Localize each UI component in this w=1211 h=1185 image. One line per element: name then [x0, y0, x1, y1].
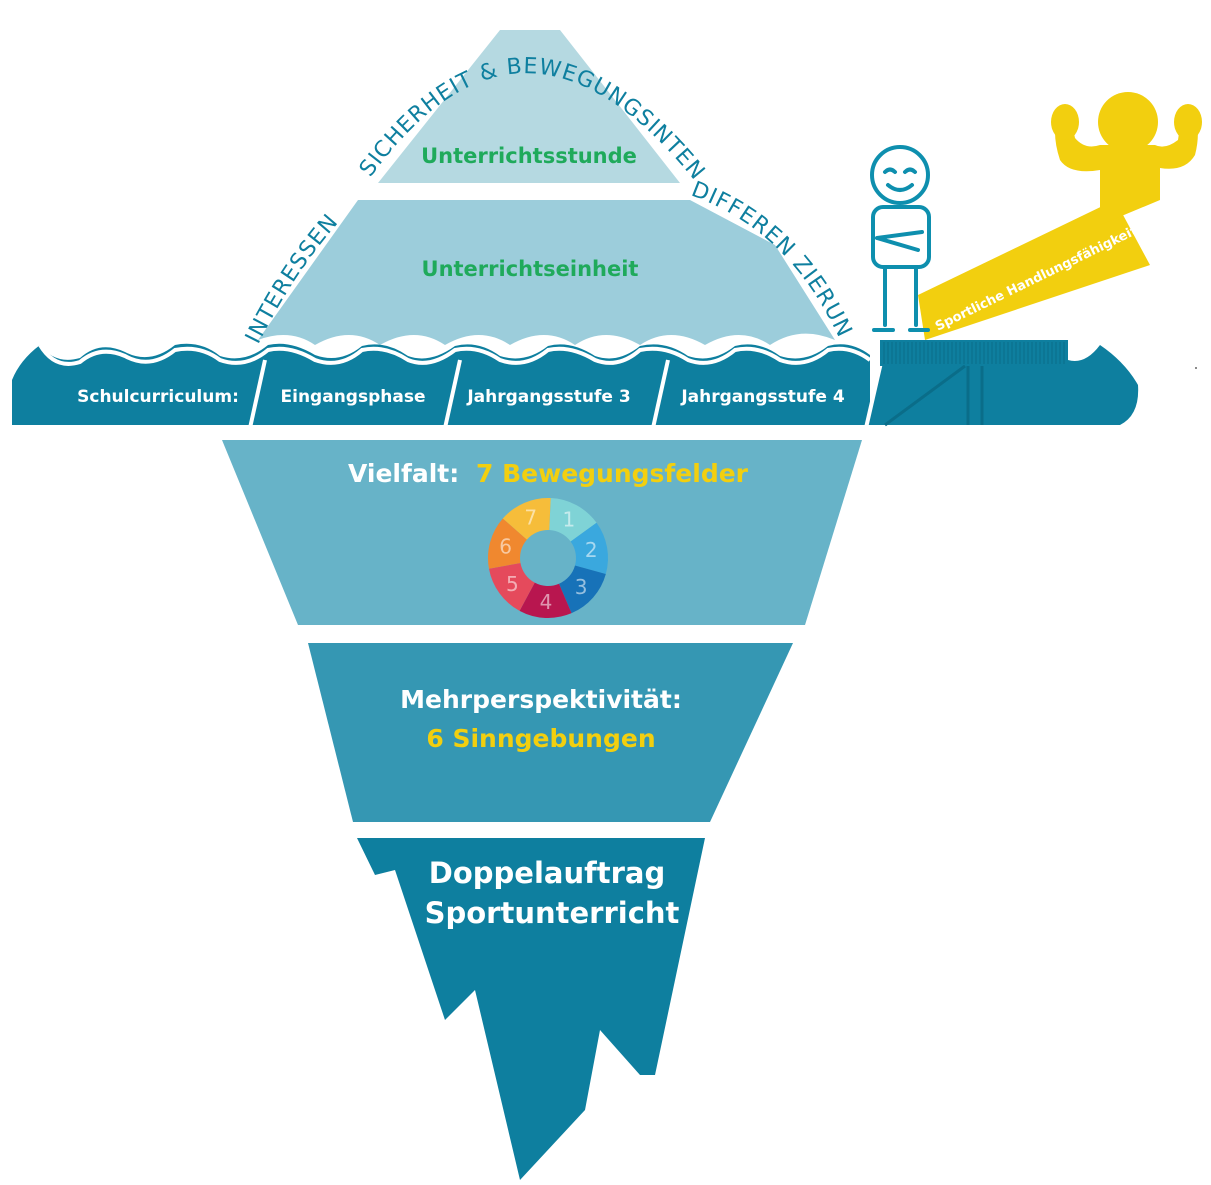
- podium: [880, 340, 1068, 427]
- segment-jahrgangsstufe-3: Jahrgangsstufe 3: [466, 387, 630, 407]
- level-vielfalt-title: Vielfalt: 7 Bewegungsfelder: [348, 459, 749, 488]
- segment-eingangsphase: Eingangsphase: [281, 387, 426, 407]
- puzzle-number-5: 5: [506, 572, 519, 596]
- vielfalt-highlight: 7 Bewegungsfelder: [476, 459, 749, 488]
- puzzle-piece-3: [559, 565, 606, 614]
- puzzle-piece-6: [488, 518, 527, 569]
- puzzle-number-6: 6: [499, 534, 512, 558]
- segment-divider-3: [651, 359, 670, 429]
- tip-middle-label: Unterrichtseinheit: [422, 257, 639, 281]
- level-doppelauftrag: [357, 838, 705, 1180]
- puzzle-number-3: 3: [575, 575, 588, 599]
- puzzle-piece-4: [519, 582, 572, 619]
- segment-divider-1: [248, 359, 267, 429]
- puzzle-piece-7: [502, 498, 551, 540]
- dot-marker: [1195, 367, 1197, 369]
- tip-middle-block: [258, 200, 835, 345]
- smiling-figure-icon: [870, 145, 931, 332]
- level-doppel-line2: Sportunterricht: [425, 896, 680, 930]
- segment-schulcurriculum: Schulcurriculum:: [77, 387, 239, 407]
- puzzle-number-1: 1: [562, 507, 575, 531]
- level-vielfalt: [222, 440, 862, 625]
- puzzle-number-2: 2: [585, 538, 598, 562]
- segment-divider-2: [443, 359, 462, 429]
- puzzle-number-7: 7: [524, 506, 537, 530]
- puzzle-piece-1: [549, 498, 597, 542]
- puzzle-piece-2: [570, 522, 608, 574]
- strong-figure-icon: [1051, 92, 1202, 225]
- vielfalt-prefix: Vielfalt:: [348, 459, 459, 488]
- puzzle-number-4: 4: [540, 590, 553, 614]
- level-mehr-line2: 6 Sinngebungen: [426, 724, 655, 753]
- wave-foam: [38, 343, 872, 366]
- segment-jahrgangsstufe-4: Jahrgangsstufe 4: [680, 387, 845, 407]
- puzzle-ring: 12 345 67: [488, 498, 608, 619]
- level-doppel-line1: Doppelauftrag: [429, 856, 665, 890]
- level-mehrperspektivitaet: [308, 643, 793, 822]
- tip-top-label: Unterrichtsstunde: [421, 144, 637, 168]
- tip-top-block: [378, 30, 680, 183]
- banner: [918, 200, 1150, 340]
- level-mehr-line1: Mehrperspektivität:: [400, 685, 682, 714]
- water-band: [12, 343, 870, 425]
- puzzle-piece-5: [488, 562, 535, 611]
